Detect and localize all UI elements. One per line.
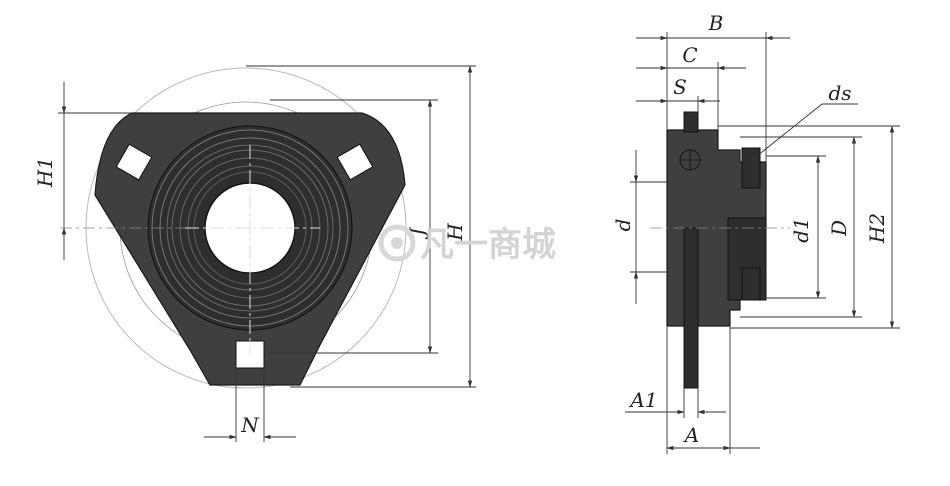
- watermark-text: 凡一商城: [420, 225, 556, 265]
- side-view: B C S ds d d1 D: [611, 11, 900, 454]
- label-h2: H2: [865, 213, 889, 244]
- front-view: H1 J H N: [33, 65, 476, 442]
- set-screw: [741, 147, 761, 189]
- label-h1: H1: [33, 157, 57, 188]
- side-flange: [683, 227, 699, 389]
- label-a1: A1: [628, 388, 657, 412]
- label-s: S: [673, 75, 687, 99]
- label-c: C: [682, 43, 697, 67]
- label-D: D: [827, 220, 851, 237]
- label-h: H: [443, 223, 467, 242]
- label-a: A: [683, 423, 699, 447]
- watermark-logo-dot: [391, 237, 403, 249]
- side-top-lug: [683, 111, 699, 133]
- label-n: N: [240, 413, 260, 437]
- label-d: d: [611, 219, 635, 232]
- ds-leader: [751, 103, 823, 161]
- bolt-hole-right: [336, 143, 374, 181]
- watermark-logo-icon: [378, 224, 416, 262]
- bolt-hole-left: [115, 143, 153, 181]
- label-b: B: [708, 11, 724, 35]
- label-ds: ds: [828, 81, 851, 105]
- set-screw-lower: [741, 267, 761, 301]
- label-d1: d1: [789, 217, 813, 243]
- watermark: 凡一商城: [378, 224, 556, 265]
